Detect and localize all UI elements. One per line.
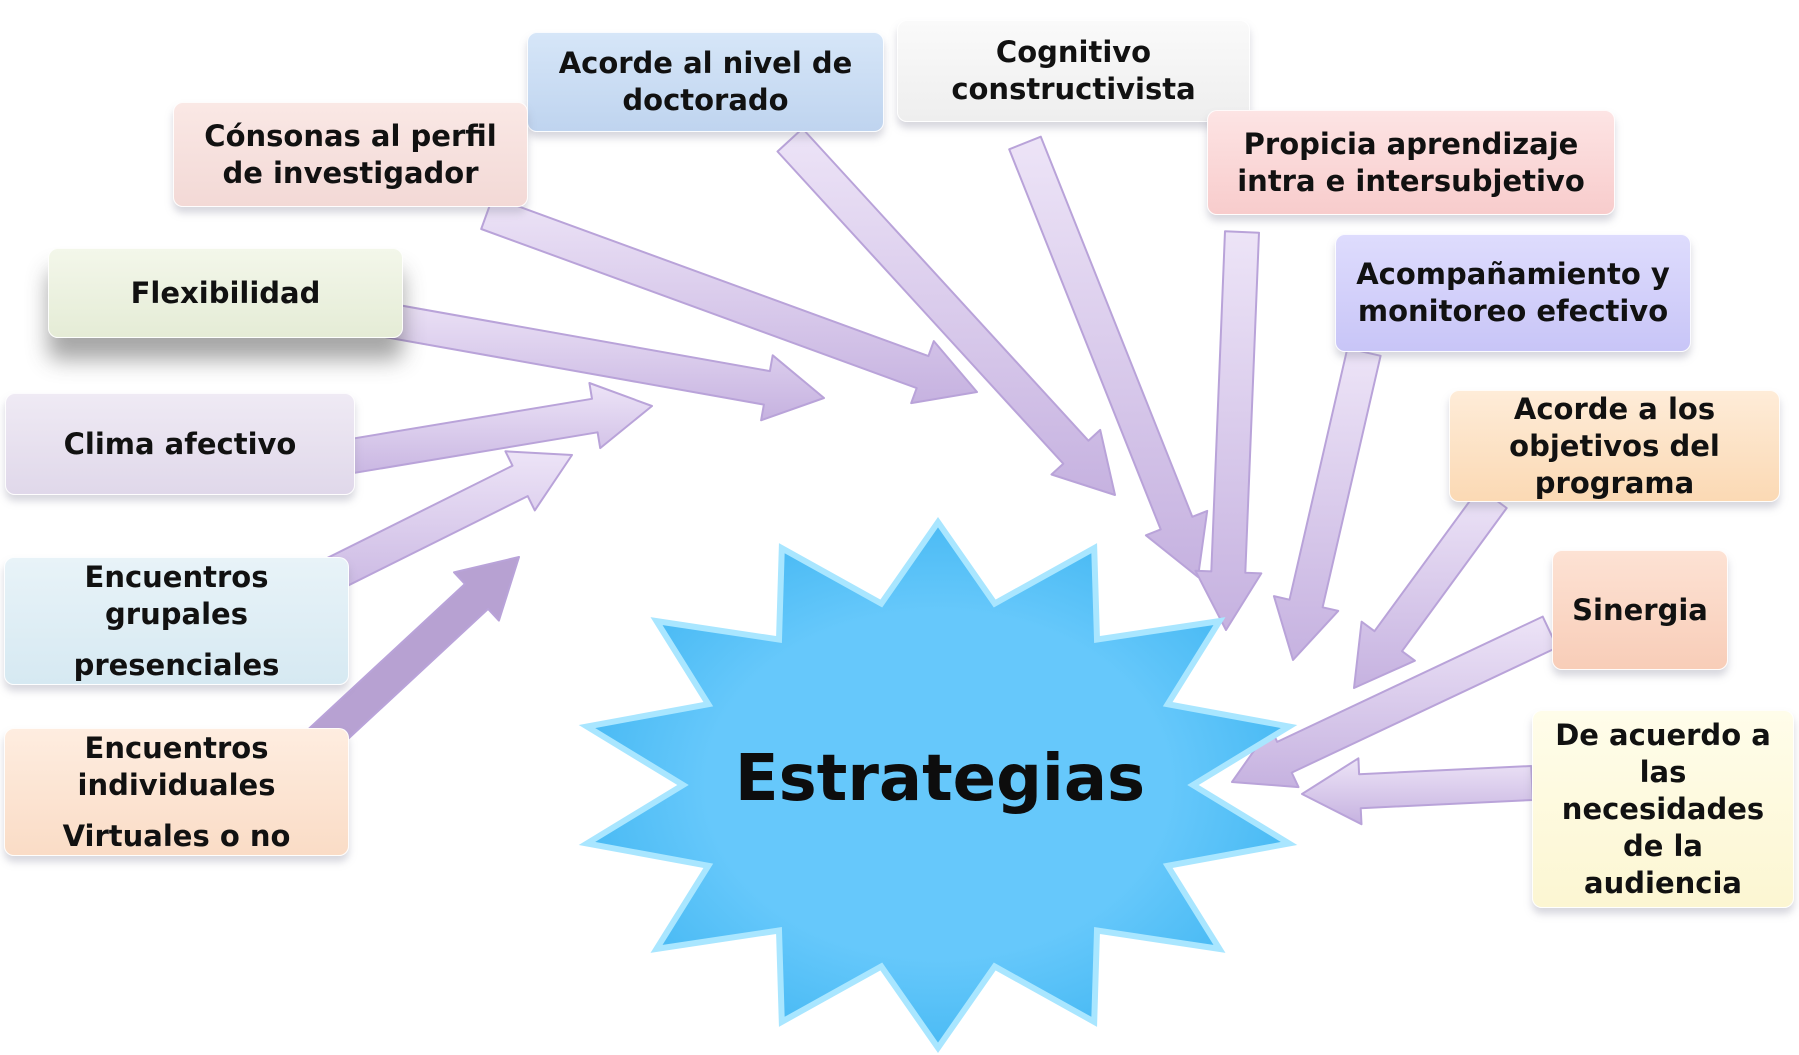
node-propicia-aprendizaje: Propicia aprendizaje intra e intersubjet…: [1207, 110, 1615, 215]
node-clima-afectivo: Clima afectivo: [5, 393, 355, 495]
node-line: monitoreo efectivo: [1357, 294, 1669, 328]
node-line: de investigador: [222, 155, 479, 190]
arrow-from-flexibilidad: [348, 296, 825, 422]
node-acorde-nivel-doctorado: Acorde al nivel de doctorado: [527, 32, 884, 132]
arrow-from-propicia-aprendizaje: [1194, 230, 1263, 631]
arrow-from-acompanamiento: [1272, 347, 1382, 661]
node-encuentros-grupales: Encuentros grupales presenciales: [4, 557, 349, 685]
node-line: grupales: [105, 596, 248, 631]
node-line: Propicia aprendizaje: [1243, 126, 1579, 161]
center-label: Estrategias: [734, 742, 1146, 816]
node-consonas-perfil-investigador: Cónsonas al perfil de investigador: [173, 102, 528, 207]
arrow-from-acorde-nivel-doctorado: [776, 127, 1116, 496]
node-line: Sinergia: [1572, 592, 1708, 627]
node-line: Encuentros: [84, 730, 269, 765]
arrows-layer: [276, 127, 1559, 826]
node-line: constructivista: [951, 72, 1196, 106]
node-line: Encuentros: [84, 559, 269, 594]
node-line: Clima afectivo: [63, 426, 297, 461]
node-encuentros-individuales: Encuentros individuales Virtuales o no: [4, 728, 349, 856]
node-line: Acorde al nivel de: [558, 46, 853, 80]
node-line: Flexibilidad: [130, 275, 321, 310]
node-flexibilidad: Flexibilidad: [48, 248, 403, 338]
arrow-from-encuentros-individuales: [297, 556, 520, 765]
node-line: necesidades: [1561, 791, 1765, 826]
arrow-from-necesidades-audiencia: [1301, 757, 1534, 826]
node-line: intra e intersubjetivo: [1237, 163, 1585, 198]
node-sinergia: Sinergia: [1552, 550, 1728, 670]
arrow-from-sinergia: [1231, 615, 1559, 789]
node-line: objetivos del: [1509, 428, 1720, 463]
node-line: doctorado: [622, 83, 789, 117]
node-line: Cognitivo: [995, 35, 1152, 69]
node-line: audiencia: [1584, 865, 1742, 900]
arrow-from-cognitivo-constructivista: [1008, 135, 1209, 578]
node-line: Virtuales o no: [62, 818, 291, 853]
node-line: las: [1639, 754, 1687, 789]
node-line: Acompañamiento y: [1356, 257, 1670, 291]
node-acorde-objetivos-programa: Acorde a los objetivos del programa: [1449, 390, 1780, 502]
node-necesidades-audiencia: De acuerdo a las necesidades de la audie…: [1532, 710, 1794, 908]
node-line: Acorde a los: [1513, 391, 1716, 426]
node-acompanamiento-monitoreo: Acompañamiento y monitoreo efectivo: [1335, 234, 1691, 352]
node-line: de la: [1622, 828, 1704, 863]
node-line: individuales: [77, 767, 276, 802]
node-cognitivo-constructivista: Cognitivo constructivista: [897, 20, 1250, 122]
center-star-shape: [578, 516, 1298, 1054]
node-line: Cónsonas al perfil: [204, 118, 497, 153]
node-line: presenciales: [73, 647, 280, 682]
arrow-from-consonas-perfil: [480, 196, 978, 405]
arrow-from-acorde-objetivos: [1353, 487, 1508, 689]
node-line: programa: [1534, 465, 1695, 500]
node-line: De acuerdo a: [1555, 717, 1771, 752]
